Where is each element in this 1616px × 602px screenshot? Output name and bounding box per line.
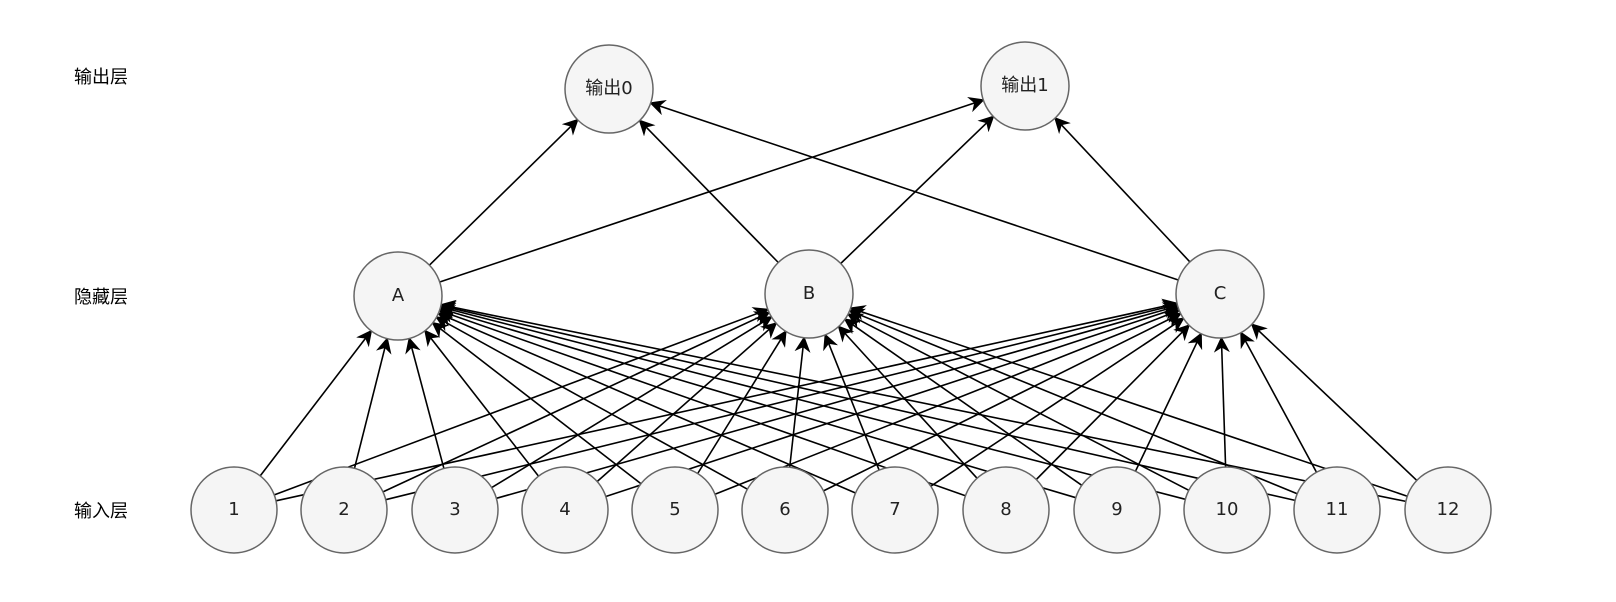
input-node-10-circle — [1183, 466, 1271, 554]
input-node-2-label: 2 — [338, 499, 349, 520]
input-node-11-circle — [1293, 466, 1381, 554]
input-node-4-circle — [521, 466, 609, 554]
edge-input-1-to-hidden-c — [275, 298, 1179, 502]
edge-input-1-to-hidden-a — [259, 329, 373, 477]
edge-input-2-to-hidden-c — [385, 300, 1179, 501]
input-node-3-label: 3 — [449, 499, 460, 520]
hidden-node-b: B — [764, 249, 854, 339]
output-layer-label: 输出层 — [74, 67, 128, 88]
hidden-node-b-circle — [764, 249, 854, 339]
input-node-5: 5 — [631, 466, 719, 554]
edge-input-9-to-hidden-a — [438, 305, 1077, 499]
edge-input-12-to-hidden-c — [1250, 323, 1418, 481]
input-node-1: 1 — [190, 466, 278, 554]
hidden-node-a: A — [353, 251, 443, 341]
hidden-node-b-label: B — [803, 283, 815, 304]
input-node-9-label: 9 — [1111, 499, 1122, 520]
edge-input-8-to-hidden-b — [837, 325, 978, 479]
input-node-12-label: 12 — [1437, 499, 1460, 520]
input-node-5-circle — [631, 466, 719, 554]
edge-hidden-c-to-output-1 — [1054, 116, 1191, 263]
input-node-8-label: 8 — [1000, 499, 1011, 520]
edge-input-11-to-hidden-a — [439, 301, 1296, 502]
edge-input-4-to-hidden-a — [424, 329, 540, 477]
input-node-9: 9 — [1073, 466, 1161, 554]
input-node-2-circle — [300, 466, 388, 554]
output-node-1-circle — [980, 41, 1070, 131]
edge-input-7-to-hidden-a — [436, 311, 856, 494]
edge-hidden-b-to-output-1 — [840, 115, 995, 265]
output-node-0-circle — [564, 44, 654, 134]
edge-input-12-to-hidden-b — [849, 305, 1408, 497]
edge-input-11-to-hidden-b — [848, 308, 1298, 495]
output-node-0: 输出0 — [564, 44, 654, 134]
edge-input-5-to-hidden-b — [697, 330, 787, 474]
edge-input-12-to-hidden-a — [439, 299, 1407, 503]
hidden-node-c-label: C — [1214, 283, 1227, 304]
edge-input-6-to-hidden-b — [788, 336, 811, 468]
edge-input-4-to-hidden-c — [605, 304, 1180, 498]
hidden-node-c-circle — [1175, 249, 1265, 339]
edge-input-8-to-hidden-c — [1035, 324, 1191, 481]
edges-group — [259, 96, 1418, 503]
input-node-11-label: 11 — [1326, 499, 1349, 520]
edge-input-6-to-hidden-c — [823, 312, 1183, 492]
edge-input-1-to-hidden-b — [274, 307, 770, 496]
edge-input-11-to-hidden-c — [1240, 331, 1318, 473]
input-node-9-circle — [1073, 466, 1161, 554]
edge-input-7-to-hidden-b — [823, 333, 880, 471]
edge-input-2-to-hidden-a — [353, 337, 392, 469]
edge-input-3-to-hidden-b — [491, 316, 773, 489]
edge-input-10-to-hidden-a — [439, 302, 1186, 501]
hidden-node-a-circle — [353, 251, 443, 341]
edge-hidden-c-to-output-0 — [649, 99, 1179, 281]
input-node-1-circle — [190, 466, 278, 554]
input-node-4-label: 4 — [559, 499, 570, 520]
edge-input-9-to-hidden-b — [843, 318, 1083, 486]
input-node-10-label: 10 — [1216, 499, 1239, 520]
input-node-10: 10 — [1183, 466, 1271, 554]
input-node-8: 8 — [962, 466, 1050, 554]
input-node-11: 11 — [1293, 466, 1381, 554]
edge-input-8-to-hidden-a — [437, 307, 966, 497]
output-node-1: 输出1 — [980, 41, 1070, 131]
edge-hidden-b-to-output-0 — [638, 119, 779, 264]
input-node-3: 3 — [411, 466, 499, 554]
hidden-node-a-label: A — [392, 285, 405, 306]
input-node-3-circle — [411, 466, 499, 554]
edge-hidden-a-to-output-1 — [439, 96, 985, 283]
input-node-6-circle — [741, 466, 829, 554]
edge-input-6-to-hidden-a — [435, 316, 748, 490]
output-node-0-label: 输出0 — [585, 78, 632, 99]
input-node-6: 6 — [741, 466, 829, 554]
edge-input-7-to-hidden-c — [930, 317, 1185, 487]
edge-input-10-to-hidden-b — [846, 313, 1190, 492]
hidden-node-c: C — [1175, 249, 1265, 339]
input-node-1-label: 1 — [228, 499, 239, 520]
input-node-4: 4 — [521, 466, 609, 554]
edge-input-4-to-hidden-b — [596, 322, 778, 483]
edge-input-5-to-hidden-c — [714, 308, 1181, 495]
edge-input-10-to-hidden-c — [1213, 336, 1230, 468]
edge-hidden-a-to-output-0 — [428, 118, 579, 266]
edge-input-3-to-hidden-a — [405, 336, 445, 469]
input-node-7: 7 — [851, 466, 939, 554]
edge-input-2-to-hidden-b — [382, 311, 771, 493]
input-node-6-label: 6 — [779, 499, 790, 520]
input-node-7-circle — [851, 466, 939, 554]
input-node-12: 12 — [1404, 466, 1492, 554]
hidden-layer-label: 隐藏层 — [74, 287, 128, 308]
edge-input-5-to-hidden-a — [431, 321, 642, 485]
input-layer-label: 输入层 — [74, 501, 128, 522]
input-node-5-label: 5 — [669, 499, 680, 520]
input-node-7-label: 7 — [889, 499, 900, 520]
edge-input-3-to-hidden-c — [496, 302, 1180, 500]
input-node-12-circle — [1404, 466, 1492, 554]
input-node-8-circle — [962, 466, 1050, 554]
input-node-2: 2 — [300, 466, 388, 554]
output-node-1-label: 输出1 — [1001, 75, 1048, 96]
